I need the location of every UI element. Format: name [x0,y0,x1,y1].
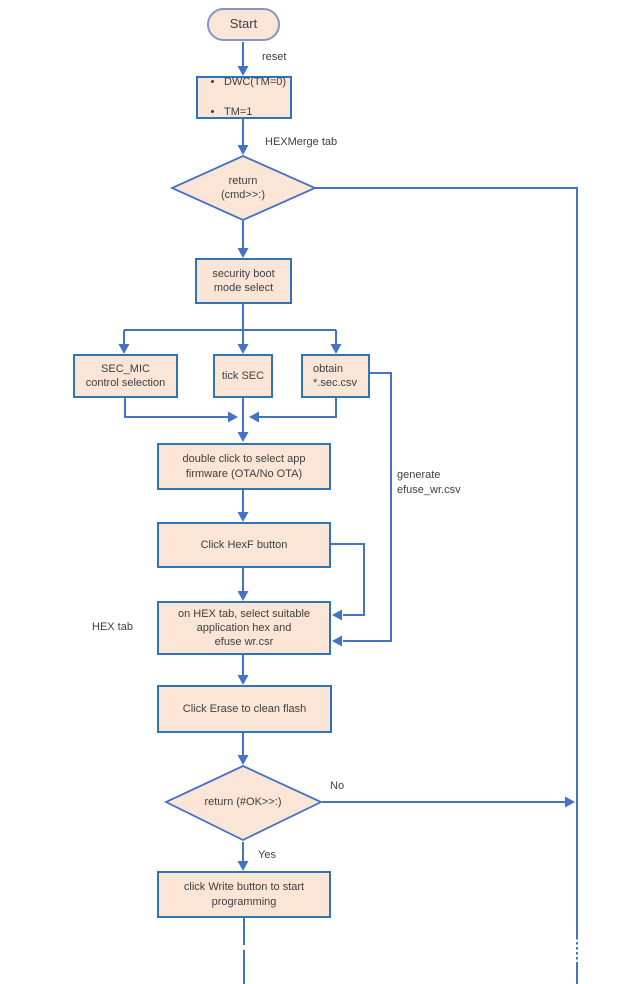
node-click-write: click Write button to start programming [157,871,331,918]
arrowhead-hexf-loop [332,609,342,621]
decision-return-ok: return (#OK>>:) [204,795,282,808]
node-obtain-sec-csv: obtain *.sec.csv [301,354,370,398]
init-bullet-list: DWC(TM=0) TM=1 [208,60,286,134]
init-bullet-tm: TM=1 [224,105,286,120]
arrowhead-ticksec [237,344,249,354]
node-init: DWC(TM=0) TM=1 [196,76,292,119]
edge-loopback-right [315,187,578,937]
arrowhead-returncmd [237,145,249,155]
arrowhead-secmic [118,344,130,354]
node-start: Start [207,8,280,41]
edge-merge-right [258,398,337,418]
node-double-click-firmware: double click to select app firmware (OTA… [157,443,331,490]
edge-split-trunk [124,304,336,331]
edge-label-generate-efuse: generate efuse_wr.csv [397,469,461,496]
node-tick-sec: tick SEC [213,354,273,398]
arrowhead-onhex [237,591,249,601]
node-on-hex-tab: on HEX tab, select suitable application … [157,601,331,655]
start-label: Start [229,16,258,32]
arrowhead-doubleclick [237,432,249,442]
edge-generate-efuse [343,372,392,642]
edge-label-yes: Yes [258,849,276,861]
arrowhead-returnok [237,755,249,765]
decision-return-cmd-shape [169,155,318,221]
edge-label-hexmerge-tab: HEXMerge tab [265,136,338,148]
arrowhead-obtain [330,344,342,354]
decision-return-ok-shape [163,765,324,842]
init-bullet-dwc: DWC(TM=0) [224,75,286,90]
arrowhead-merge-left [228,411,238,423]
node-security-boot: security boot mode select [195,258,292,304]
arrowhead-generate [332,635,342,647]
edge-label-reset: reset [262,51,287,63]
node-click-erase: Click Erase to clean flash [157,685,332,733]
arrowhead-merge-right [249,411,259,423]
decision-return-cmd: return (cmd>>:) [220,174,265,201]
arrowhead-erase [237,675,249,685]
edge-label-hex-tab: HEX tab [92,621,133,633]
arrowhead-security [237,248,249,258]
arrowhead-hexf [237,512,249,522]
edge-merge-left [124,398,229,418]
arrowhead-write [237,861,249,871]
node-click-hexf: Click HexF button [157,522,331,568]
edge-hexf-loop [331,543,365,616]
arrowhead-init [237,66,249,76]
arrowhead-no [565,796,575,808]
node-sec-mic: SEC_MIC control selection [73,354,178,398]
edge-label-no: No [330,780,345,792]
